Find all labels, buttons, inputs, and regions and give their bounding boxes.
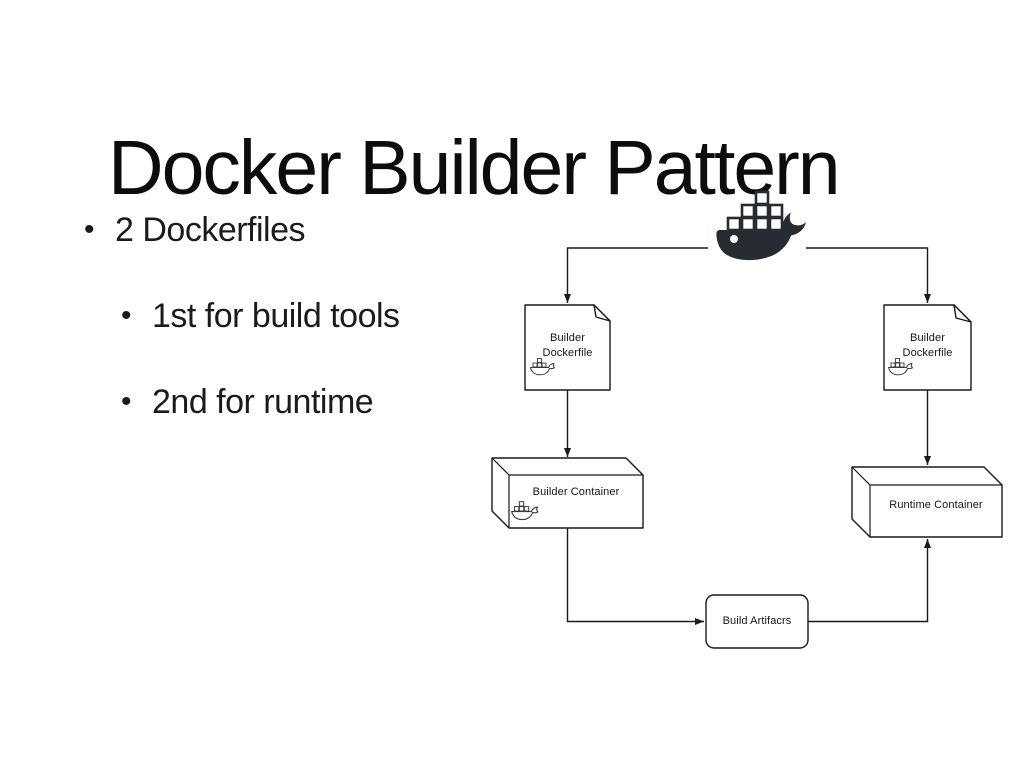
label-runtime-container: Runtime Container (889, 499, 983, 511)
connector-logo-to-dockerfile-right (806, 247, 931, 303)
bullet-item-1: • 2 Dockerfiles (84, 210, 306, 250)
node-runtime-container (851, 466, 1003, 538)
bullet-marker-icon: • (121, 299, 132, 332)
label-builder-container: Builder Container (532, 486, 620, 498)
label-build-artifacts: Build Artifacrs (722, 615, 792, 627)
bullet-marker-icon: • (121, 385, 132, 418)
node-build-artifacts (705, 594, 809, 649)
bullet-marker-icon: • (84, 213, 95, 246)
page-fold (953, 304, 972, 323)
node-builder-dockerfile-right (883, 304, 972, 391)
bullet-item-3: • 2nd for runtime (121, 382, 374, 422)
bullet-text: 1st for build tools (152, 297, 400, 335)
node-builder-dockerfile-left (524, 304, 611, 391)
label-builder-dockerfile-right: Builder Dockerfile (902, 332, 953, 359)
node-builder-container (491, 457, 644, 529)
bullet-item-2: • 1st for build tools (121, 296, 400, 336)
whale-containers (726, 190, 784, 232)
slide-title: Docker Builder Pattern (108, 124, 841, 211)
docker-logo-icon (716, 190, 806, 261)
connector-artifacts-to-runtime-container (808, 539, 931, 623)
label-builder-dockerfile-left: Builder Dockerfile (542, 332, 593, 359)
connector-logo-to-dockerfile-left (564, 247, 708, 303)
bullet-text: 2nd for runtime (152, 383, 374, 421)
whale-body (716, 212, 806, 261)
page-fold (593, 304, 611, 322)
bullet-text: 2 Dockerfiles (115, 211, 306, 249)
whale-eye (730, 235, 738, 243)
connector-builder-container-to-artifacts (566, 528, 704, 625)
